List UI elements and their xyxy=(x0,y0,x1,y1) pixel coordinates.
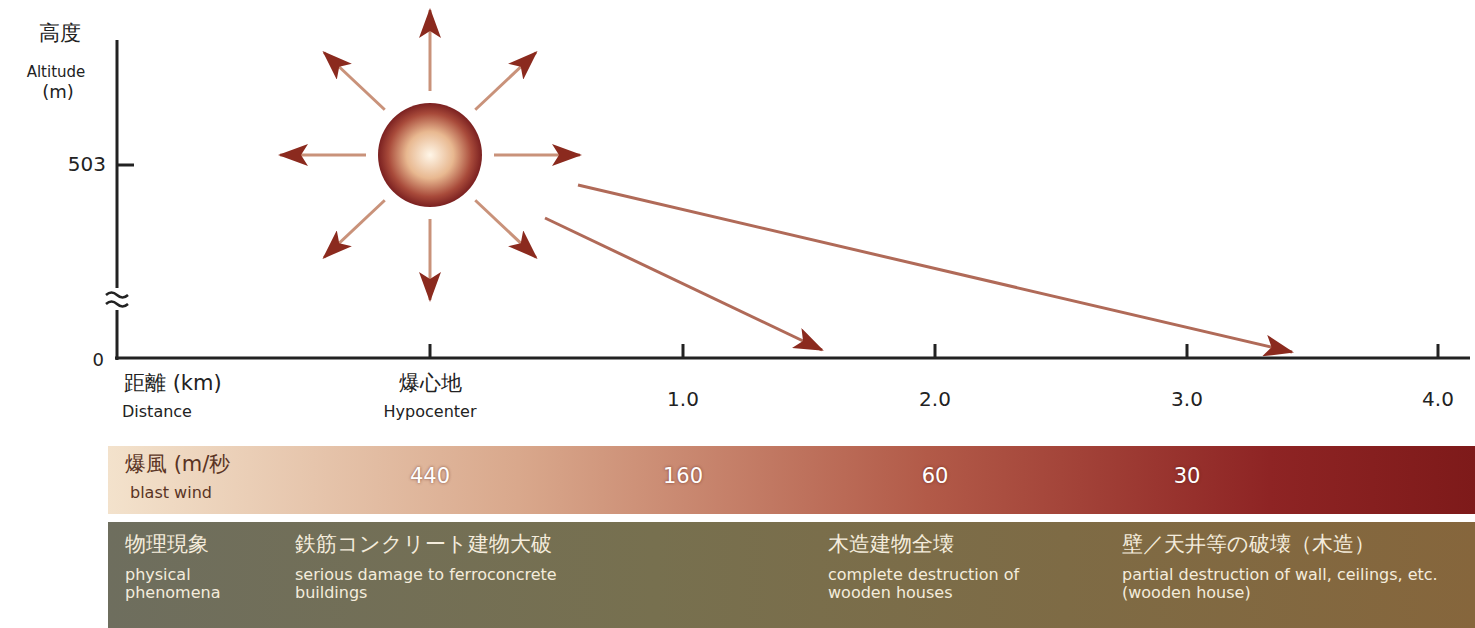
blast-arrow xyxy=(475,200,536,257)
axis-title: Distance xyxy=(122,403,192,421)
x-axis xyxy=(115,357,1470,360)
band-heading: 爆風 (m/秒 xyxy=(125,452,230,476)
tick-label: 0 xyxy=(93,350,104,370)
hypocenter-label: Hypocenter xyxy=(384,403,477,421)
blast-arrow xyxy=(429,10,432,91)
phenomenon-text: 木造建物全壊 xyxy=(828,532,954,556)
axis-title: 高度 xyxy=(39,22,81,45)
axis-title: Altitude xyxy=(27,64,86,81)
y-axis xyxy=(116,40,119,360)
wind-speed: 60 xyxy=(922,464,949,488)
band-heading: blast wind xyxy=(130,484,212,502)
wind-speed: 440 xyxy=(410,464,450,488)
blast-arrow xyxy=(324,200,385,257)
blast-arrow xyxy=(494,154,580,157)
axes xyxy=(115,40,1470,360)
blast-arrows xyxy=(280,10,1292,352)
wind-speed: 160 xyxy=(663,464,703,488)
axis-break xyxy=(106,288,128,310)
phenomenon-text: 物理現象 xyxy=(125,532,209,556)
blast-arrow xyxy=(578,185,1292,352)
blast-arrow xyxy=(429,219,432,300)
phenomenon-text: 鉄筋コンクリート建物大破 xyxy=(295,532,552,556)
blast-wind-band: 爆風 (m/秒 blast wind 440 160 60 30 xyxy=(108,446,1475,514)
phenomena-band: 物理現象 physical phenomena 鉄筋コンクリート建物大破 seriou… xyxy=(108,522,1475,628)
phenomenon-text: complete destruction of wooden houses xyxy=(828,566,1078,603)
phenomenon-text: partial destruction of wall, ceilings, e… xyxy=(1122,566,1462,603)
blast-arrow xyxy=(545,218,822,350)
tick xyxy=(1437,344,1440,358)
tick xyxy=(934,344,937,358)
tick xyxy=(682,344,685,358)
tick-label: 503 xyxy=(68,153,106,175)
tick-label: 2.0 xyxy=(919,388,951,410)
blast-arrow xyxy=(280,154,366,157)
phenomenon-text: physical phenomena xyxy=(125,566,255,603)
hypocenter-label: 爆心地 xyxy=(399,372,462,395)
tick xyxy=(429,344,432,358)
wind-speed: 30 xyxy=(1174,464,1201,488)
tick xyxy=(1186,344,1189,358)
fireball xyxy=(378,103,482,207)
tick-label: 3.0 xyxy=(1171,388,1203,410)
axis-title: 距離 (km) xyxy=(124,372,222,395)
axis-unit: (m) xyxy=(42,82,74,102)
blast-arrow xyxy=(475,52,536,109)
phenomenon-text: serious damage to ferroconcrete building… xyxy=(295,566,625,603)
tick xyxy=(117,164,134,167)
tick-label: 4.0 xyxy=(1422,388,1454,410)
blast-arrow xyxy=(324,52,385,109)
tick-label: 1.0 xyxy=(667,388,699,410)
phenomenon-text: 壁／天井等の破壊（木造） xyxy=(1122,532,1375,556)
